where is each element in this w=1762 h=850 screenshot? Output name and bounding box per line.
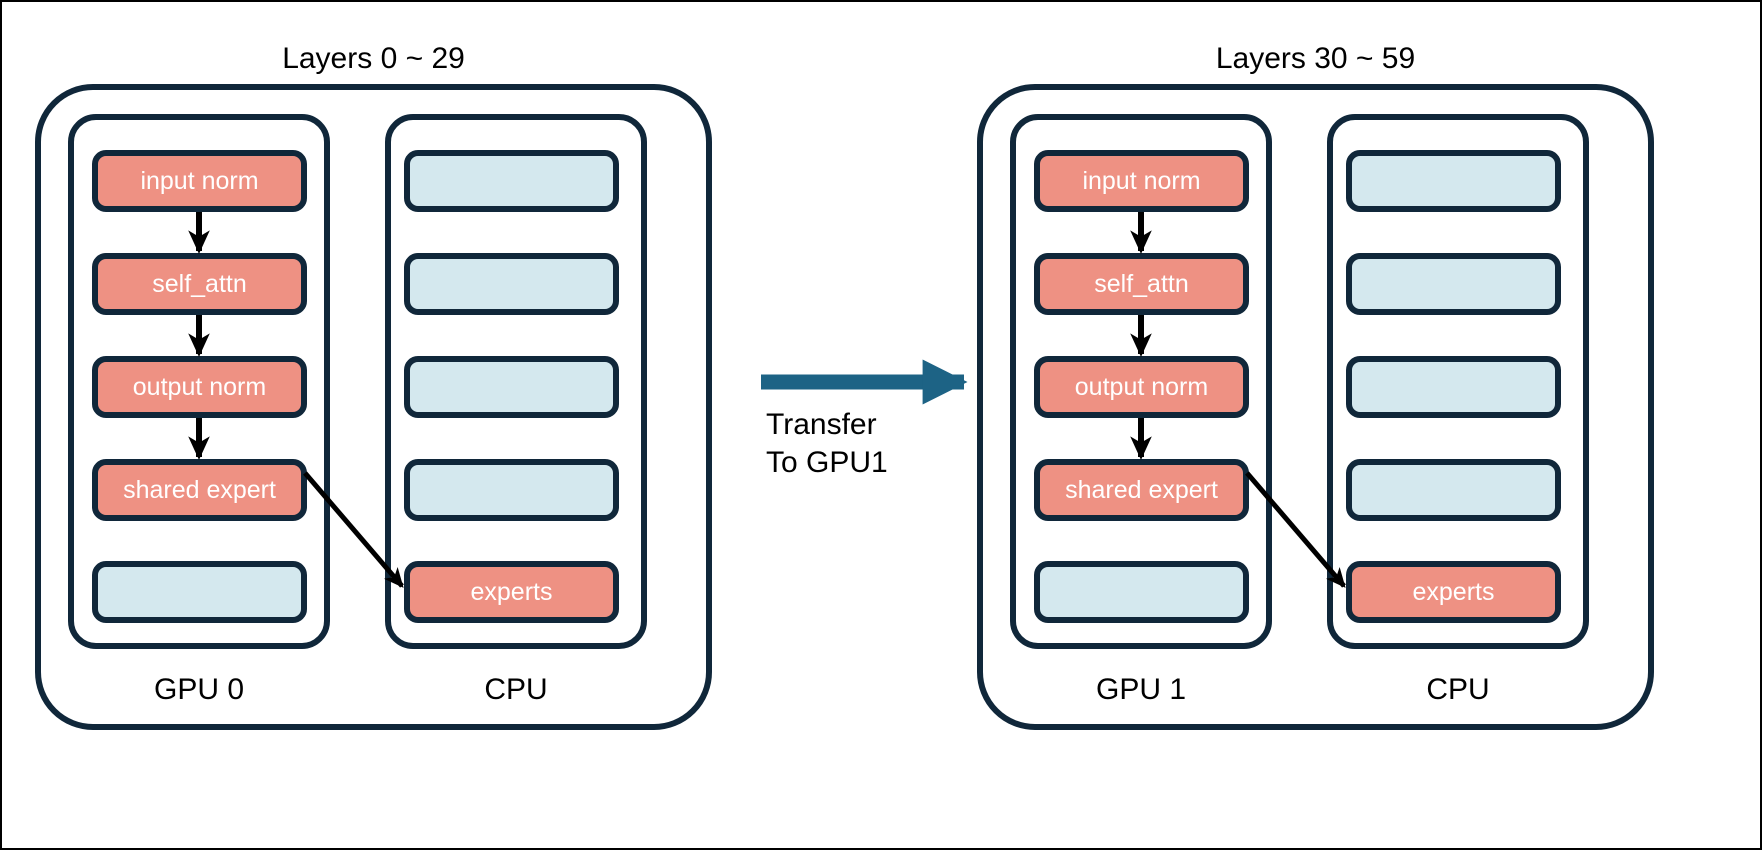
cpu-caption-right: CPU	[1426, 673, 1490, 706]
transfer-label: Transfer To GPU1	[766, 406, 888, 482]
group-left-title: Layers 0 ~ 29	[282, 42, 465, 75]
gpu-block-left-1-label: self_attn	[152, 269, 247, 298]
gpu-block-left-4[interactable]	[92, 561, 307, 623]
gpu-block-right-4[interactable]	[1034, 561, 1249, 623]
transfer-label-line1: Transfer	[766, 408, 877, 441]
gpu-block-left-3-label: shared expert	[123, 475, 276, 504]
gpu-block-right-0[interactable]: input norm	[1034, 150, 1249, 212]
cpu-block-right-4[interactable]: experts	[1346, 561, 1561, 623]
group-right-title: Layers 30 ~ 59	[1215, 42, 1416, 75]
gpu-block-right-3-label: shared expert	[1065, 475, 1218, 504]
cpu-caption-left: CPU	[484, 673, 548, 706]
gpu-block-right-1-label: self_attn	[1094, 269, 1189, 298]
gpu-block-left-2[interactable]: output norm	[92, 356, 307, 418]
cpu-block-right-2[interactable]	[1346, 356, 1561, 418]
gpu-caption-left: GPU 0	[153, 673, 245, 706]
transfer-label-line2: To GPU1	[766, 446, 888, 480]
cpu-block-right-3[interactable]	[1346, 459, 1561, 521]
cpu-block-left-4-label: experts	[470, 577, 553, 606]
cpu-block-left-2[interactable]	[404, 356, 619, 418]
gpu-block-right-2-label: output norm	[1074, 372, 1209, 401]
gpu-caption-right: GPU 1	[1095, 673, 1187, 706]
gpu-block-left-0[interactable]: input norm	[92, 150, 307, 212]
cpu-block-left-3[interactable]	[404, 459, 619, 521]
cpu-block-left-0[interactable]	[404, 150, 619, 212]
gpu-block-right-0-label: input norm	[1082, 166, 1201, 195]
gpu-block-right-2[interactable]: output norm	[1034, 356, 1249, 418]
gpu-block-left-3[interactable]: shared expert	[92, 459, 307, 521]
gpu-block-left-1[interactable]: self_attn	[92, 253, 307, 315]
cpu-block-right-0[interactable]	[1346, 150, 1561, 212]
cpu-block-right-1[interactable]	[1346, 253, 1561, 315]
cpu-block-left-4[interactable]: experts	[404, 561, 619, 623]
gpu-block-right-3[interactable]: shared expert	[1034, 459, 1249, 521]
cpu-block-left-1[interactable]	[404, 253, 619, 315]
cpu-block-right-4-label: experts	[1412, 577, 1495, 606]
gpu-block-left-2-label: output norm	[132, 372, 267, 401]
gpu-block-right-1[interactable]: self_attn	[1034, 253, 1249, 315]
gpu-block-left-0-label: input norm	[140, 166, 259, 195]
